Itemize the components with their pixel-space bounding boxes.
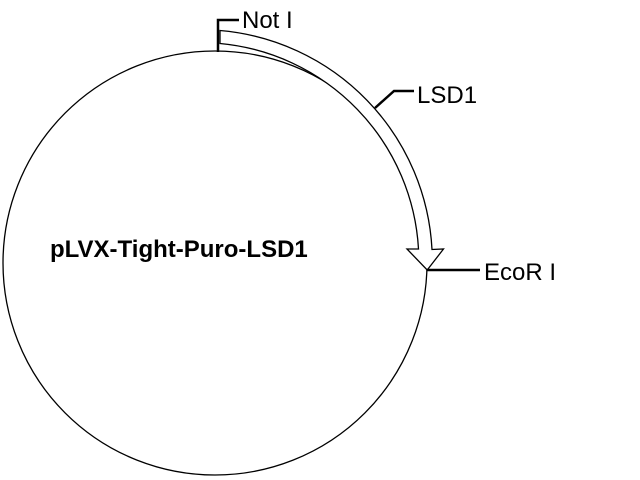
not-i-site-marker	[216, 18, 239, 52]
ecor-i-site-label: EcoR I	[484, 259, 556, 286]
not-i-site-label: Not I	[242, 7, 293, 34]
lsd1-feature-label: LSD1	[417, 82, 477, 109]
lsd1-feature-marker	[374, 89, 414, 109]
plasmid-name: pLVX-Tight-Puro-LSD1	[50, 236, 308, 263]
lsd1-insert-arrow	[219, 29, 445, 271]
